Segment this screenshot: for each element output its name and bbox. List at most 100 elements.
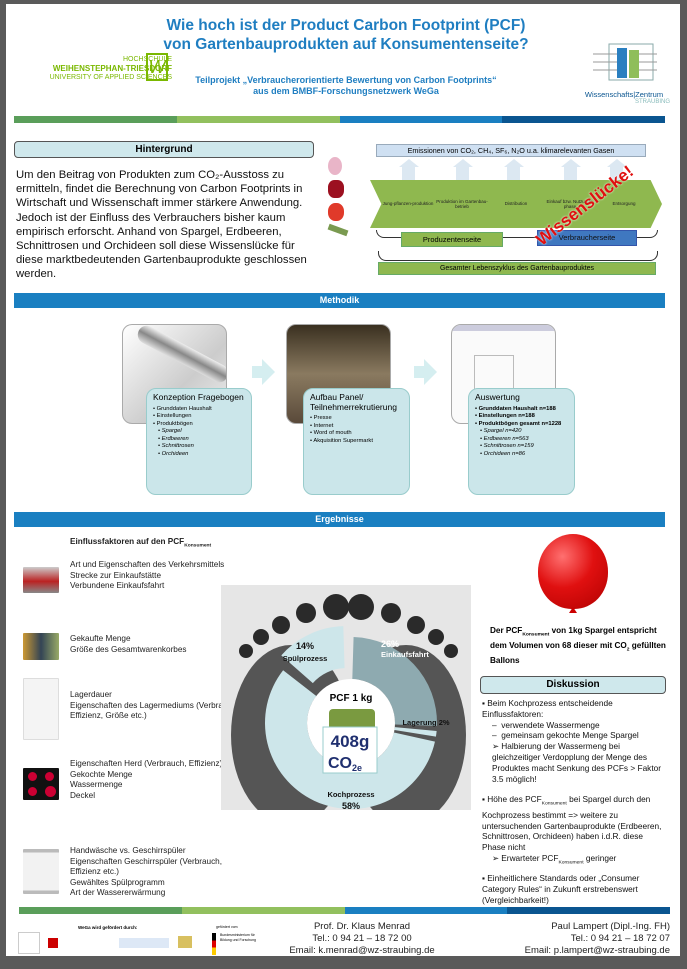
- factor-item: Gekochte Menge: [70, 769, 133, 779]
- pcf-unit: CO2e: [328, 755, 362, 773]
- card-subitem: • Spargel n=420: [480, 428, 522, 434]
- factor-item: Gewähltes Spülprogramm: [70, 877, 165, 887]
- factor-item: Gekaufte Menge: [70, 634, 131, 643]
- niedersachsen-logo: [48, 938, 118, 948]
- slice-percent: 14%: [296, 641, 314, 651]
- hotplate-icon: [28, 772, 37, 781]
- discussion-subpoint: – gemeinsam gekochte Menge Spargel: [492, 730, 639, 741]
- factor-item: Strecke zur Einkaufstätte: [70, 570, 162, 580]
- card-title: Auswertung: [475, 392, 520, 402]
- color-bar: [14, 116, 665, 123]
- hotplate-icon: [45, 786, 56, 797]
- german-flag-icon: [212, 933, 216, 955]
- lifecycle-box: Gesamter Lebenszyklus des Gartenbauprodu…: [378, 262, 656, 275]
- factor-group-cooking: Eigenschaften Herd (Verbrauch, Effizienz…: [70, 759, 240, 801]
- fridge-photo: [23, 678, 59, 740]
- factor-group-storage: Lagerdauer Eigenschaften des Lagermedium…: [70, 690, 240, 722]
- brace: [378, 251, 658, 261]
- factor-group-dishwashing: Handwäsche vs. Geschirrspüler Eigenschaf…: [70, 846, 240, 899]
- card-item: • Akquisition Supermarkt: [310, 437, 373, 444]
- card-title: Aufbau Panel/ Teilnehmerrekrutierung: [310, 392, 397, 412]
- method-card-panel: Aufbau Panel/ Teilnehmerrekrutierung • P…: [303, 388, 410, 495]
- card-title: Konzeption Fragebogen: [153, 392, 244, 402]
- card-subitem: • Schnittrosen: [158, 443, 194, 449]
- subtitle-line: aus dem BMBF-Forschungsnetzwerk WeGa: [253, 86, 439, 96]
- logo-line: STRAUBING: [634, 99, 670, 105]
- hsw-logo-icon: W: [146, 53, 168, 81]
- factor-item: Eigenschaften Geschirrspüler (Verbrauch,…: [70, 856, 222, 877]
- factor-group-shopping-trip: Art und Eigenschaften des Verkehrsmittel…: [70, 560, 240, 592]
- method-card-analysis: Auswertung • Grunddaten Haushalt n=188 •…: [468, 388, 575, 495]
- card-item: • Internet: [310, 422, 334, 429]
- dishwasher-photo: [23, 849, 59, 894]
- factor-item: Wassermenge: [70, 780, 123, 789]
- consumer-box: Verbraucherseite: [537, 230, 637, 246]
- contact-phone: Tel.: 0 94 21 – 18 72 07: [570, 933, 670, 944]
- bavaria-crest-icon: [178, 936, 192, 948]
- card-item: • Grunddaten Haushalt: [153, 405, 212, 412]
- card-item: • Grunddaten Haushalt n=188: [475, 405, 556, 412]
- product-images: [327, 157, 349, 237]
- factor-item: Größe des Gesamtwarenkorbes: [70, 644, 187, 654]
- emissions-box: Emissionen von CO₂, CH₄, SF₆, N₂O u.a. k…: [376, 144, 646, 157]
- poster-title: Wie hoch ist der Product Carbon Footprin…: [163, 17, 529, 53]
- logo-line: UNIVERSITY OF APPLIED SCIENCES: [49, 74, 172, 81]
- ergebnisse-heading: Ergebnisse: [14, 512, 665, 527]
- card-subitem: • Erdbeeren: [158, 435, 189, 442]
- bavaria-ministry-logo: [119, 938, 169, 948]
- donut-slice-kochprozess: [265, 670, 435, 809]
- slice-label: Kochprozess: [327, 790, 374, 799]
- card-subitem: • Orchideen n=86: [480, 450, 526, 457]
- arrow-right-icon: [414, 366, 424, 378]
- subtitle-line: Teilprojekt „Verbraucherorientierte Bewe…: [195, 75, 497, 85]
- donut-slice-lagerung: [394, 727, 437, 737]
- factor-group-purchase: Gekaufte Menge Größe des Gesamtwarenkorb…: [70, 634, 240, 655]
- funding-label: WeGa wird gefördert durch:: [78, 925, 138, 930]
- wz-straubing-logo: Wissenschafts|Zentrum STRAUBING: [574, 40, 674, 105]
- discussion-list: ▪ Beim Kochprozess entscheidende Einflus…: [482, 698, 667, 906]
- contact-menrad: Prof. Dr. Klaus Menrad Tel.: 0 94 21 – 1…: [282, 921, 442, 957]
- card-item: • Word of mouth: [310, 430, 352, 436]
- center-label: PCF 1 kg: [330, 693, 373, 704]
- hintergrund-text: Um den Beitrag von Produkten zum CO₂-Aus…: [16, 169, 307, 281]
- arrow-right-icon: [262, 359, 275, 385]
- pcf-value: 408g: [331, 732, 370, 751]
- donut-slice-spülprozess: [281, 626, 345, 684]
- card-item: • Einstellungen: [153, 413, 192, 419]
- logo-line: WEIHENSTEPHAN-TRIESDORF: [52, 63, 172, 73]
- factor-item: Eigenschaften des Lagermediums (Verbrauc…: [70, 700, 239, 721]
- market-photo: [23, 633, 59, 660]
- card-item: • Produktbögen gesamt n=1228: [475, 420, 562, 427]
- diskussion-heading: Diskussion: [480, 676, 666, 694]
- producer-box: Produzentenseite: [401, 232, 503, 247]
- funder-label: gefördert vom: [216, 925, 238, 929]
- factor-item: Verbundene Einkaufsfahrt: [70, 581, 165, 590]
- logo-line: Wissenschafts|Zentrum: [584, 90, 664, 99]
- landkreis-logo: [18, 932, 40, 954]
- card-subitem: • Spargel: [158, 428, 182, 434]
- contact-phone: Tel.: 0 94 21 – 18 72 00: [312, 933, 412, 944]
- strawberry-icon: [328, 203, 344, 221]
- slice-percent: 26%: [381, 639, 399, 649]
- contact-name: Paul Lampert (Dipl.-Ing. FH): [551, 921, 670, 932]
- window-toolbar: [452, 325, 555, 331]
- factor-item: Lagerdauer: [70, 690, 112, 699]
- factor-item: Handwäsche vs. Geschirrspüler: [70, 846, 186, 855]
- discussion-subpoint: – verwendete Wassermenge: [492, 719, 600, 730]
- factors-title: Einflussfaktoren auf den PCFKonsument: [70, 537, 212, 549]
- bmbf-logo: Bundesministerium für Bildung und Forsch…: [220, 933, 256, 942]
- contact-email[interactable]: Email: p.lampert@wz-straubing.de: [524, 945, 670, 956]
- poster-subtitle: Teilprojekt „Verbraucherorientierte Bewe…: [156, 75, 536, 97]
- factor-item: Deckel: [70, 790, 96, 800]
- balloon-icon: [538, 534, 608, 609]
- card-subitem: • Orchideen: [158, 450, 189, 457]
- card-subitem: • Schnittrosen n=159: [480, 443, 534, 449]
- discussion-point: ▪ Höhe des PCFKonsument bei Spargel durc…: [482, 794, 662, 853]
- contact-email[interactable]: Email: k.menrad@wz-straubing.de: [289, 945, 435, 956]
- stage-chevron: Entsorgung: [586, 180, 662, 228]
- donut-slice-einkaufsfahrt: [352, 637, 437, 726]
- factor-item: Eigenschaften Herd (Verbrauch, Effizienz…: [70, 759, 223, 768]
- pen-icon: [134, 325, 226, 386]
- hintergrund-heading: Hintergrund: [14, 141, 314, 158]
- method-card-concept: Konzeption Fragebogen • Grunddaten Haush…: [146, 388, 252, 495]
